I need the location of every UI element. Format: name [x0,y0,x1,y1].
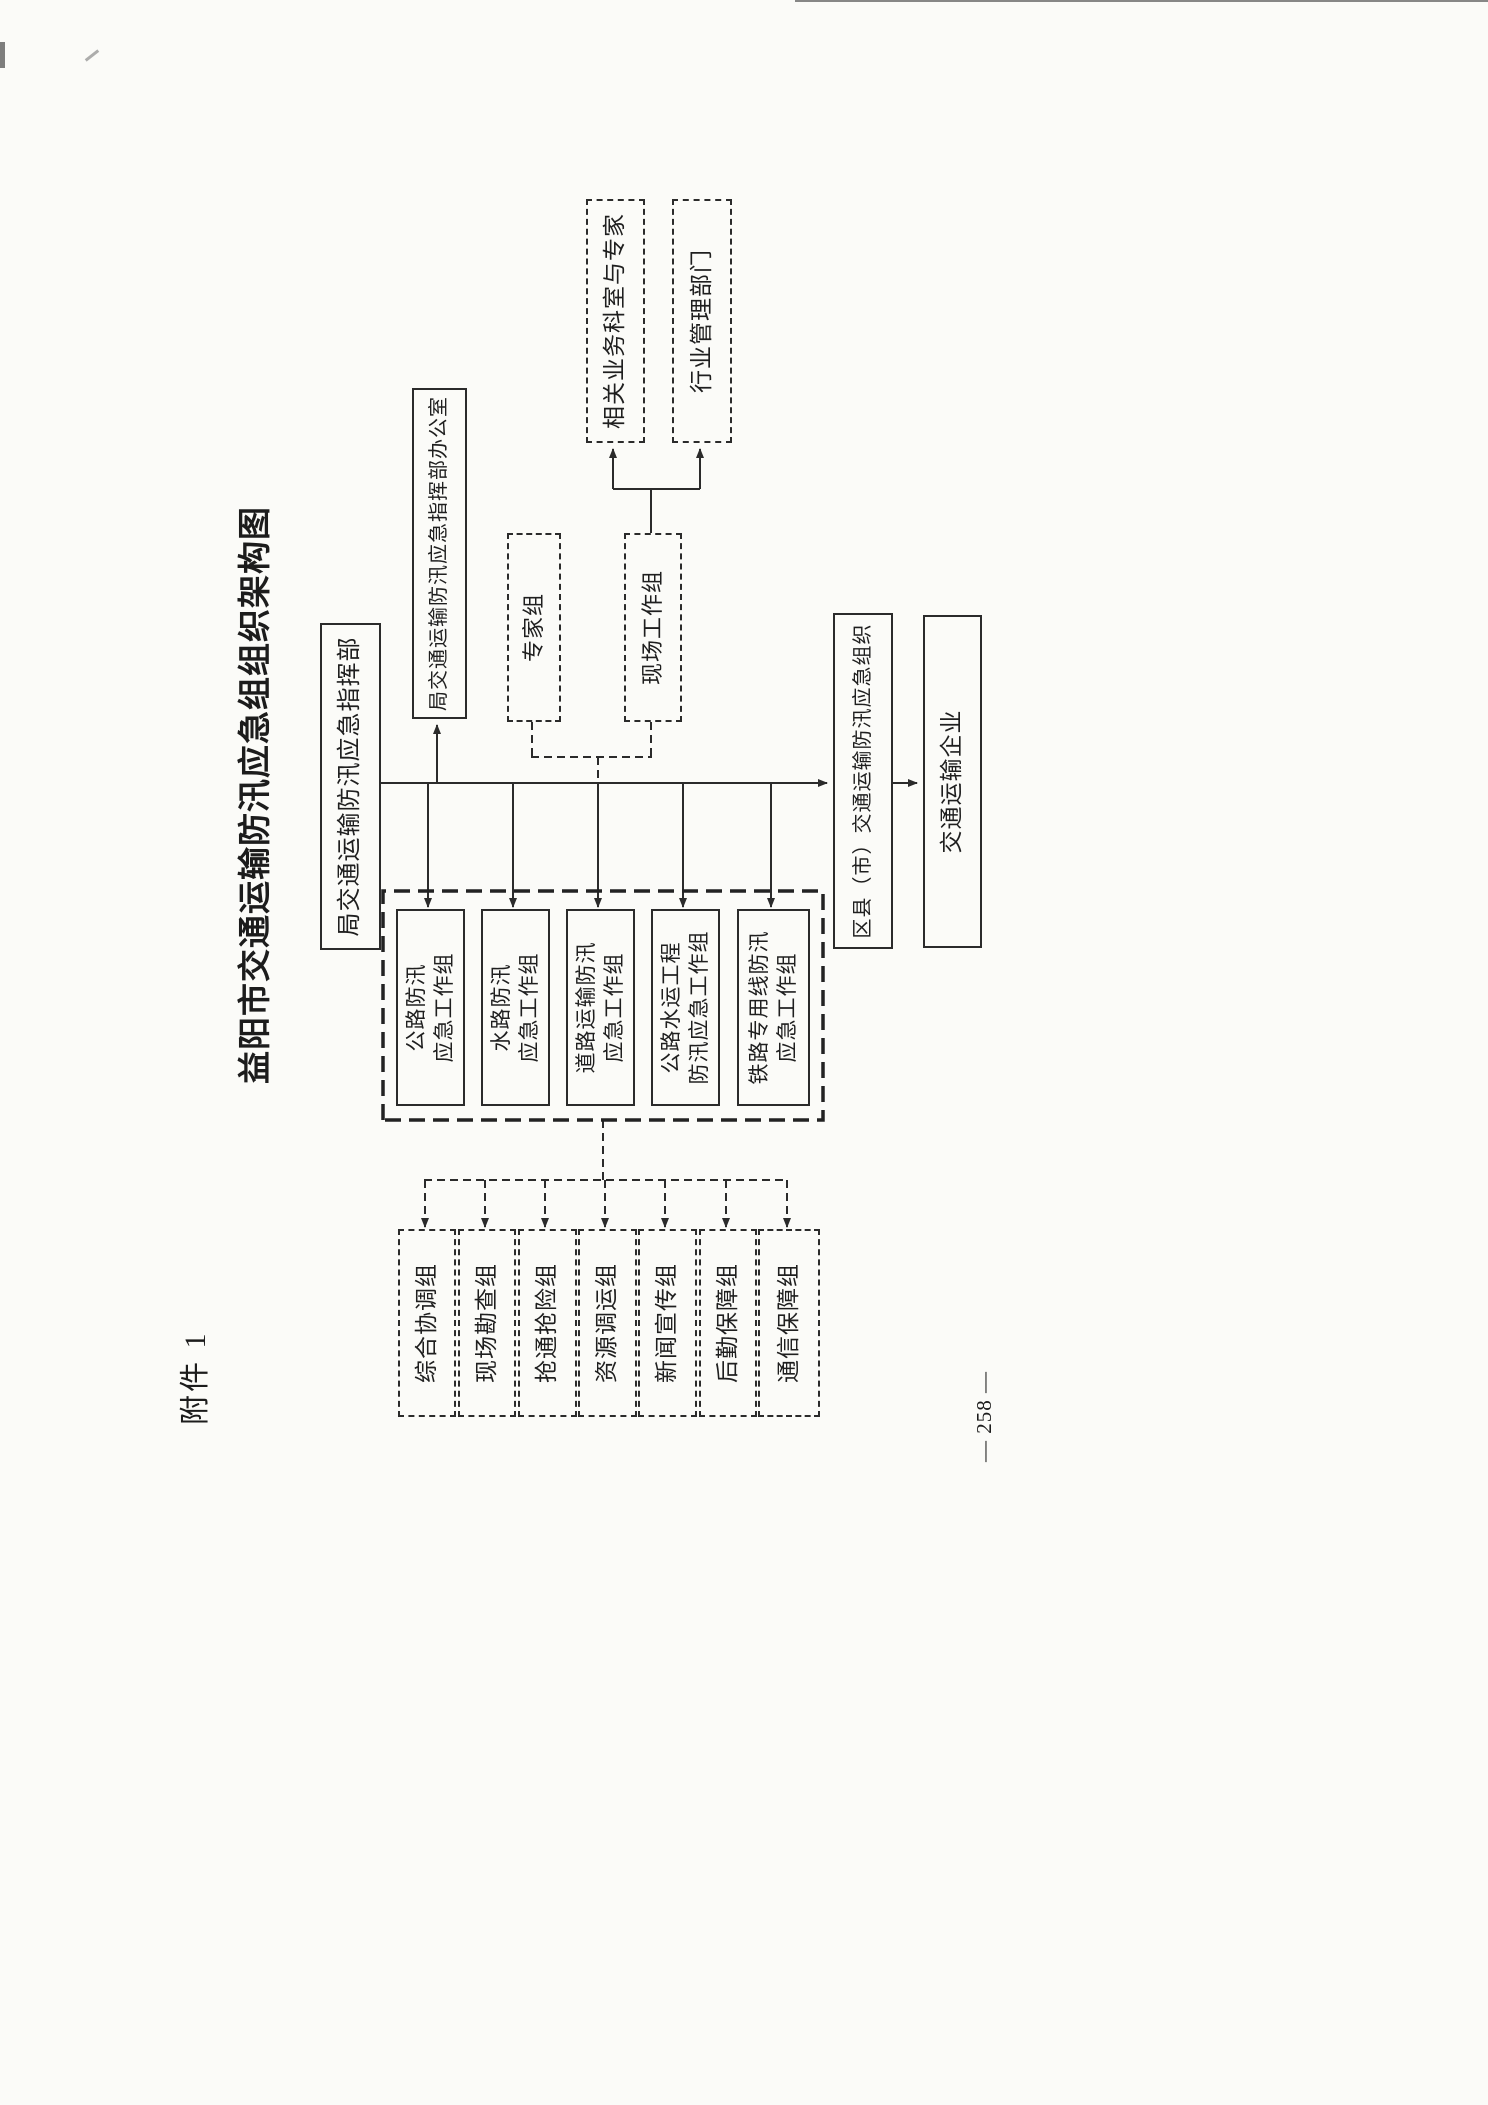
work-group-2-line2: 应急工作组 [516,952,541,1063]
solid-connectors [377,448,918,908]
task-group-3-label: 抢通抢险组 [534,1263,560,1383]
box-work-group-1: 公路防汛 应急工作组 [396,909,465,1106]
expert-group-label: 专家组 [521,593,547,663]
dashed-connectors [421,722,791,1228]
field-work-group-label: 现场工作组 [640,570,666,686]
box-industry-management: 行业管理部门 [672,199,732,443]
box-field-work-group: 现场工作组 [624,533,682,722]
transport-enterprises-label: 交通运输企业 [939,709,965,854]
work-group-5-line2: 应急工作组 [774,952,799,1063]
box-headquarters: 局交通运输防汛应急指挥部 [320,623,381,950]
industry-management-label: 行业管理部门 [688,249,714,393]
work-group-1-line1: 公路防汛 [403,963,428,1052]
work-group-3-line1: 道路运输防汛 [573,941,598,1074]
task-group-1-label: 综合协调组 [413,1263,439,1383]
work-group-5-line1: 铁路专用线防汛 [746,930,771,1085]
box-task-group-7: 通信保障组 [758,1229,820,1417]
box-task-group-5: 新闻宣传组 [638,1229,697,1417]
box-task-group-6: 后勤保障组 [699,1229,757,1417]
box-district-org: 区县（市）交通运输防汛应急组织 [833,613,893,949]
work-group-4-line1: 公路水运工程 [658,941,683,1074]
page-title: 益阳市交通运输防汛应急组组织架构图 [238,506,274,1084]
box-task-group-3: 抢通抢险组 [518,1229,577,1417]
box-related-departments: 相关业务科室与专家 [586,199,645,443]
headquarters-label: 局交通运输防汛应急指挥部 [336,636,363,937]
task-group-6-label: 后勤保障组 [714,1263,740,1383]
box-task-group-1: 综合协调组 [398,1229,456,1417]
attachment-label: 附件 1 [179,1330,212,1426]
task-group-7-label: 通信保障组 [775,1263,801,1383]
work-group-4-line2: 防汛应急工作组 [686,930,711,1085]
box-transport-enterprises: 交通运输企业 [923,615,982,948]
task-group-2-label: 现场勘查组 [473,1263,499,1383]
box-task-group-4: 资源调运组 [578,1229,637,1417]
box-work-group-4: 公路水运工程 防汛应急工作组 [651,909,720,1106]
emergency-groups-container-border [381,889,825,1122]
office-label: 局交通运输防汛应急指挥部办公室 [428,396,451,711]
scan-edge-artifact-left [0,42,5,68]
box-work-group-3: 道路运输防汛 应急工作组 [566,909,635,1106]
scan-edge-artifact-top [795,0,1488,2]
work-group-1-line2: 应急工作组 [431,952,456,1063]
work-group-3-line2: 应急工作组 [601,952,626,1063]
task-group-4-label: 资源调运组 [594,1263,620,1383]
work-group-2-line1: 水路防汛 [488,963,513,1052]
task-group-5-label: 新闻宣传组 [654,1263,680,1383]
box-work-group-2: 水路防汛 应急工作组 [481,909,550,1106]
box-office: 局交通运输防汛应急指挥部办公室 [412,388,467,719]
page-number: — 258 — [972,1371,996,1462]
box-expert-group: 专家组 [507,533,561,722]
district-org-label: 区县（市）交通运输防汛应急组织 [851,623,874,939]
related-departments-label: 相关业务科室与专家 [602,213,628,429]
box-task-group-2: 现场勘查组 [458,1229,516,1417]
box-work-group-5: 铁路专用线防汛 应急工作组 [737,909,810,1106]
